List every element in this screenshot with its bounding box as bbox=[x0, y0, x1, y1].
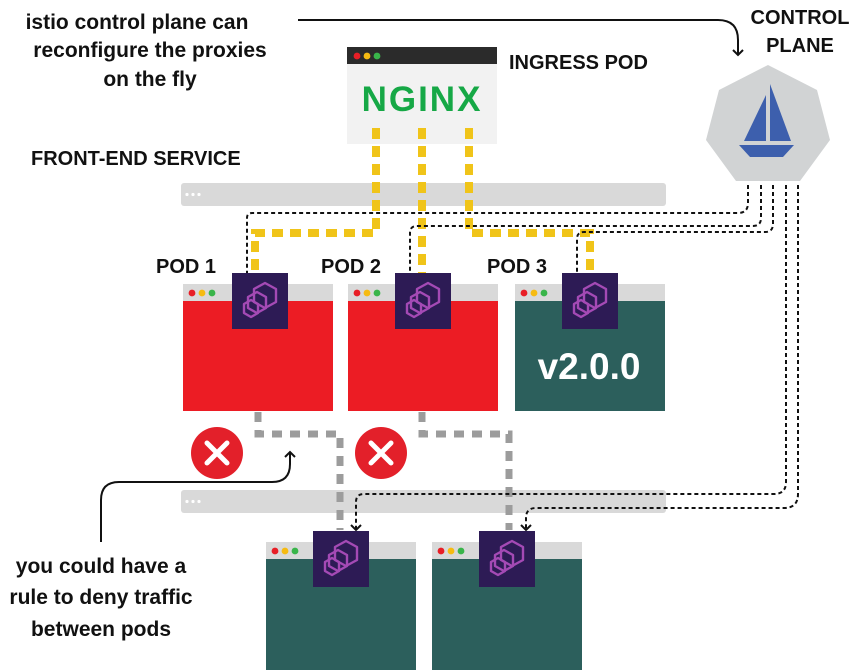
pod-3: v2.0.0 bbox=[515, 273, 665, 411]
frontend-service-label: FRONT-END SERVICE bbox=[31, 148, 241, 170]
control-plane-label-1: CONTROL bbox=[751, 7, 850, 29]
annotation-bottom-arrow bbox=[100, 450, 296, 542]
control-plane-label-2: PLANE bbox=[766, 35, 834, 57]
window-dots-icon bbox=[188, 289, 216, 297]
annotation-bottom-line1: you could have a bbox=[16, 555, 187, 578]
window-dots-icon bbox=[353, 289, 381, 297]
backend-pod-2 bbox=[432, 531, 582, 670]
pod-3-version: v2.0.0 bbox=[538, 346, 641, 387]
pod-traffic bbox=[254, 340, 513, 530]
annotation-top-line1: istio control plane can bbox=[26, 11, 249, 34]
pod-1 bbox=[183, 273, 333, 411]
deny-x-icon bbox=[191, 427, 243, 479]
nginx-logo: NGINX bbox=[362, 80, 483, 119]
pod-3-label: POD 3 bbox=[487, 256, 547, 278]
annotation-bottom-line2: rule to deny traffic bbox=[9, 586, 193, 609]
envoy-proxy-icon bbox=[479, 531, 535, 587]
control-links bbox=[246, 185, 799, 532]
deny-x-icon bbox=[355, 427, 407, 479]
window-dots-icon bbox=[520, 289, 548, 297]
window-dots-icon bbox=[271, 547, 299, 555]
envoy-proxy-icon bbox=[232, 273, 288, 329]
pod-2-label: POD 2 bbox=[321, 256, 381, 278]
istio-sail-icon bbox=[739, 84, 794, 157]
annotation-top-line3: on the fly bbox=[103, 68, 197, 91]
pod-2 bbox=[348, 273, 498, 411]
pod-1-label: POD 1 bbox=[156, 256, 216, 278]
ingress-pod-label: INGRESS POD bbox=[509, 52, 648, 74]
backend-pod-1 bbox=[266, 531, 416, 670]
envoy-proxy-icon bbox=[562, 273, 618, 329]
window-dots-icon bbox=[437, 547, 465, 555]
envoy-proxy-icon bbox=[395, 273, 451, 329]
ingress-traffic bbox=[251, 128, 594, 280]
annotation-bottom-line3: between pods bbox=[31, 618, 171, 641]
annotation-top-arrow bbox=[298, 19, 744, 57]
control-plane-node bbox=[706, 65, 830, 181]
envoy-proxy-icon bbox=[313, 531, 369, 587]
frontend-service-bar bbox=[181, 183, 666, 206]
annotation-top-line2: reconfigure the proxies bbox=[33, 39, 266, 62]
window-dots-icon bbox=[353, 52, 381, 60]
